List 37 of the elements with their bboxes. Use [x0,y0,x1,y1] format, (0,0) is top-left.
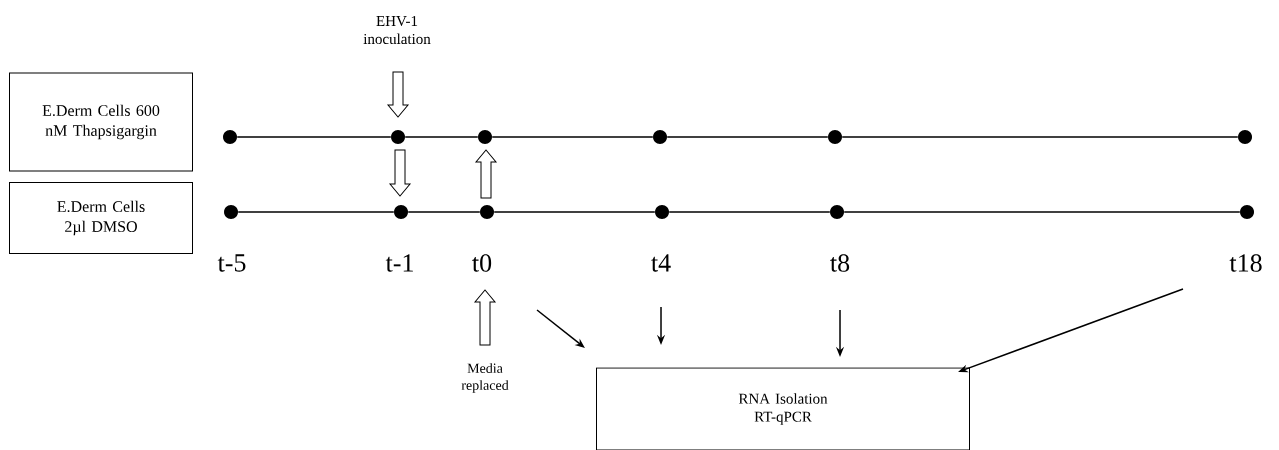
time-label: t18 [1229,254,1262,272]
block-arrow [475,149,497,199]
timeline-dot [653,130,667,144]
time-label: t8 [830,254,850,272]
timeline-dot [655,205,669,219]
timeline-line [236,136,392,138]
timeline-line [493,211,656,213]
annotation-text: EHV-1 inoculation [363,16,431,44]
block-arrow [389,149,411,197]
time-label: t-1 [385,254,413,272]
process-box: RNA Isolation RT-qPCR [596,367,970,450]
time-label: t-5 [217,254,246,272]
timeline-line [491,136,654,138]
timeline-line [841,136,1239,138]
timeline-dot [394,205,408,219]
annotation-text: Media replaced [461,363,509,393]
block-arrow [387,71,409,118]
timeline-line [237,211,395,213]
timeline-dot [1238,130,1252,144]
timeline-dot [223,130,237,144]
process-box: E.Derm Cells 600 nM Thapsigargin [9,72,193,172]
arrow [536,309,585,348]
timeline-line [666,136,829,138]
block-arrow [474,289,496,346]
timeline-line [843,211,1241,213]
time-label: t0 [472,254,492,272]
timeline-dot [478,130,492,144]
process-box: E.Derm Cells 2µl DMSO [9,182,193,254]
timeline-dot [480,205,494,219]
timeline-line [668,211,831,213]
timeline-dot [830,205,844,219]
timeline-dot [224,205,238,219]
time-label: t4 [651,254,671,272]
timeline-dot [828,130,842,144]
timeline-line [404,136,479,138]
timeline-dot [391,130,405,144]
timeline-line [407,211,481,213]
